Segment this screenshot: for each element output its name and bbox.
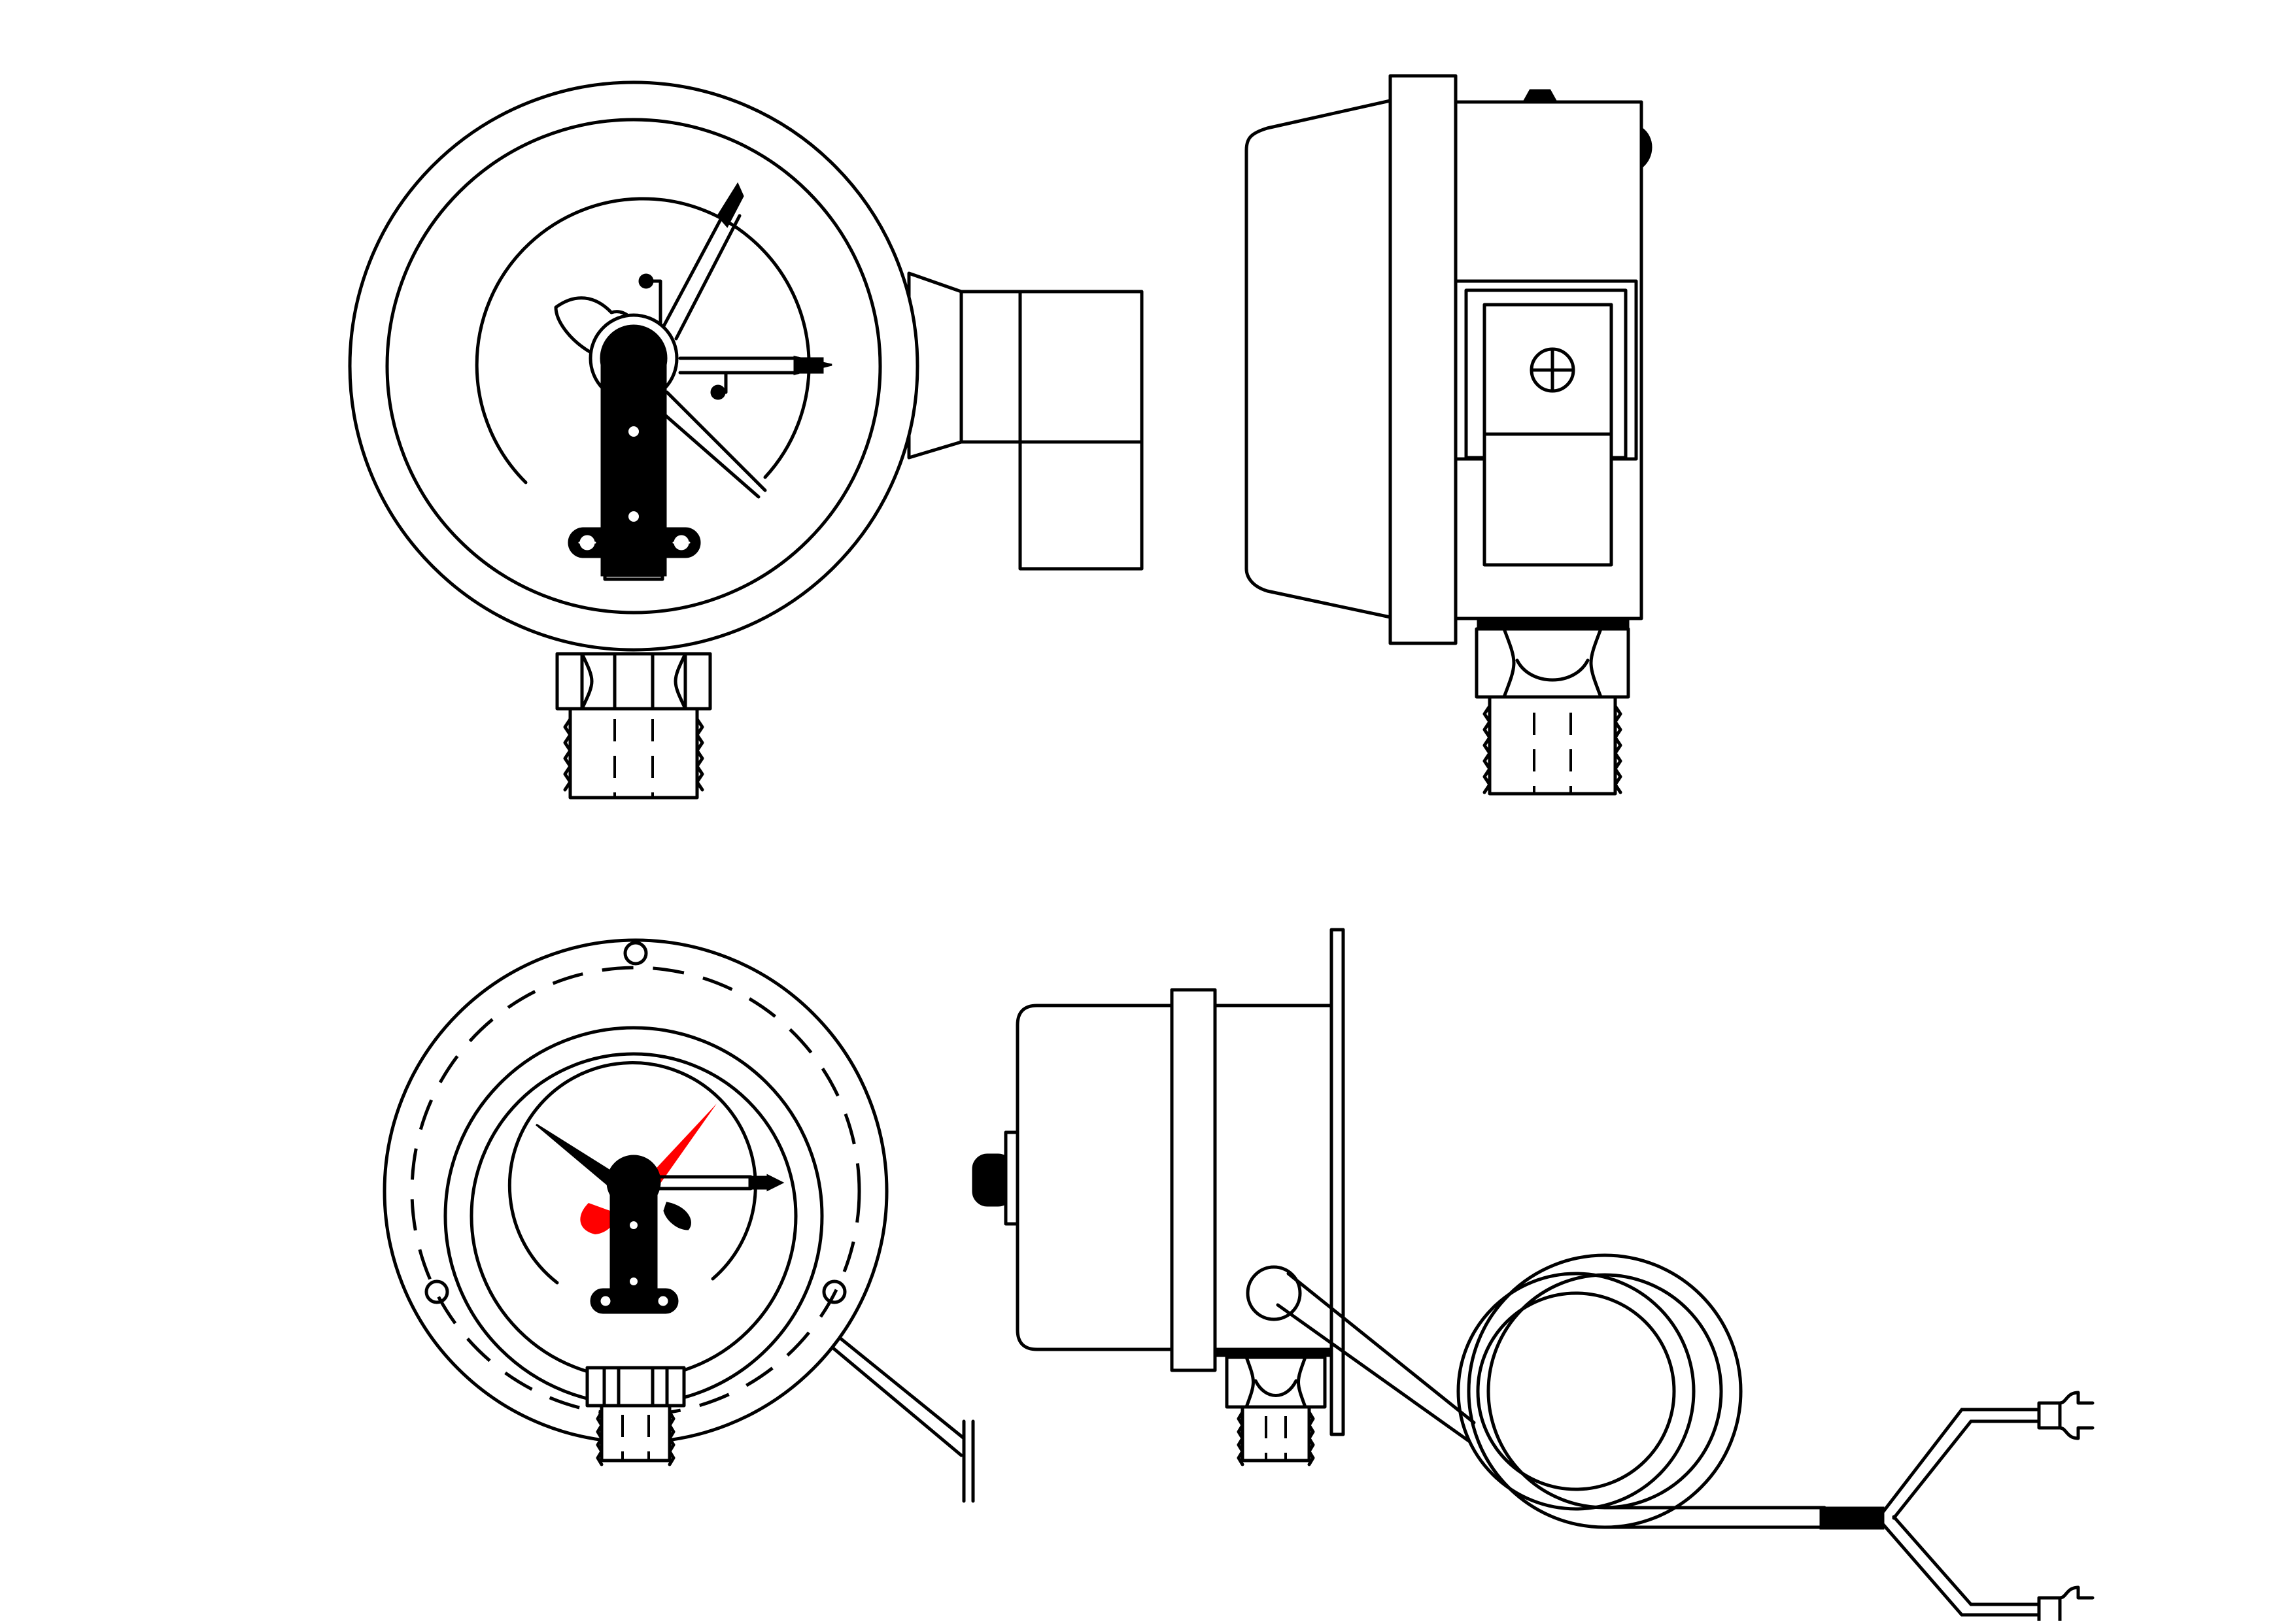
mounting-hole-right	[822, 1279, 847, 1304]
fork-terminal-lower	[2037, 1585, 2095, 1624]
flange-bolt-circle	[410, 966, 861, 1417]
fork-terminal-upper	[2037, 1391, 2095, 1440]
set-pointer-upper	[638, 182, 744, 341]
junction-box	[907, 271, 1144, 571]
mounting-hole-left	[424, 1279, 449, 1304]
side-view-radial-mount	[1244, 74, 1652, 796]
case-cover	[1244, 99, 1392, 619]
cable-sleeve	[1819, 1506, 1885, 1530]
pressure-connection-socket	[555, 652, 712, 800]
panel-flange-plate	[1329, 928, 1345, 1436]
cable-coil-back-inner	[1476, 1291, 1676, 1491]
dial-scale-arc-flange	[507, 1061, 757, 1285]
side-view-flange-mount-with-capillary	[972, 928, 2095, 1624]
split-wires	[1881, 1408, 2041, 1617]
mounting-hole-top	[623, 941, 648, 966]
cable-coil-back-outer	[1456, 1272, 1696, 1511]
set-pointer-right	[678, 356, 832, 400]
bezel-ring-side	[1170, 988, 1217, 1372]
front-view-radial-mount	[348, 80, 1144, 800]
carrier-crossbar	[568, 527, 701, 558]
front-view-flange-mount	[383, 938, 975, 1503]
vent-nut	[1640, 126, 1652, 170]
indicator-pointer	[652, 390, 767, 499]
cable-upper-edge	[1286, 1272, 1476, 1425]
side-socket	[1475, 627, 1630, 796]
cable-gland	[1246, 1265, 1302, 1321]
bezel-ring	[1388, 74, 1458, 645]
side-socket-flange	[1225, 1355, 1327, 1466]
cable-lower-edge	[1276, 1303, 1471, 1443]
gauge-bezel	[385, 118, 882, 615]
set-pointer-red	[641, 1104, 717, 1193]
set-pointer-right-flange	[645, 1174, 785, 1192]
flange-socket	[585, 1366, 686, 1466]
contact-carrier	[600, 365, 667, 577]
pointer-tail-red	[580, 1203, 617, 1234]
